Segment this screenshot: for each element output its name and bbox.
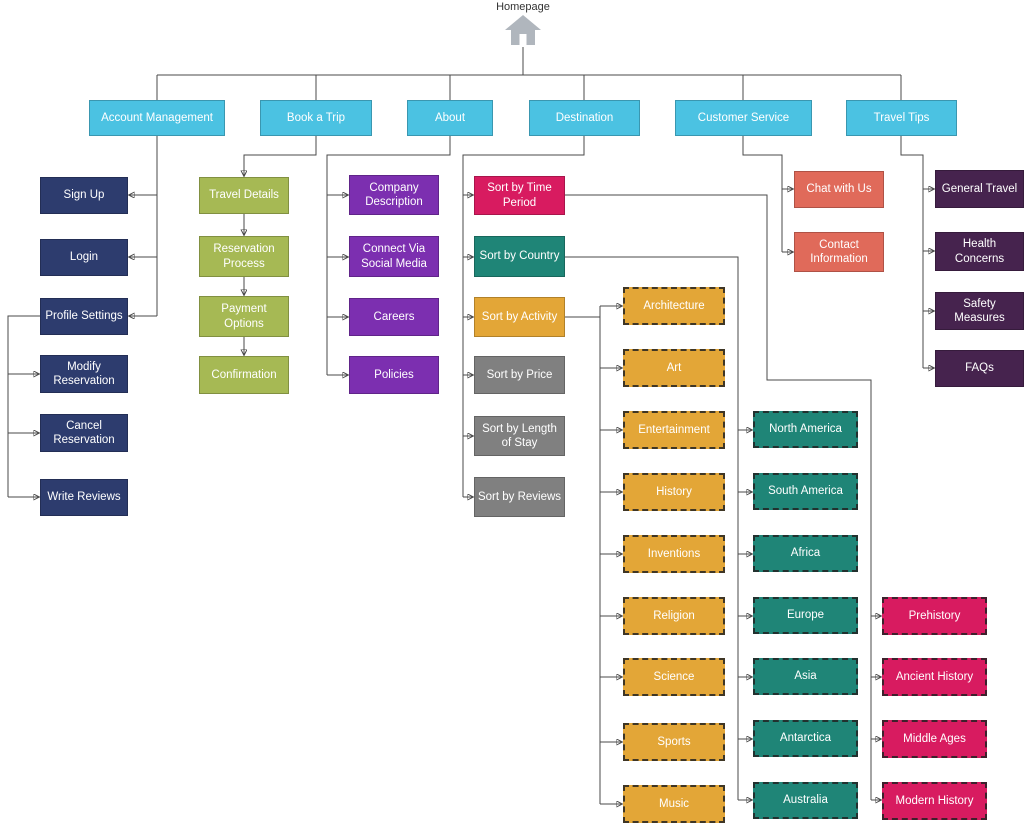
node-company-description[interactable]: Company Description bbox=[349, 175, 439, 215]
node-profile-settings[interactable]: Profile Settings bbox=[40, 298, 128, 335]
homepage-label: Homepage bbox=[496, 1, 550, 13]
node-sports[interactable]: Sports bbox=[623, 723, 725, 761]
node-modify-reservation[interactable]: Modify Reservation bbox=[40, 355, 128, 393]
node-write-reviews[interactable]: Write Reviews bbox=[40, 479, 128, 516]
connector-destination bbox=[462, 136, 585, 497]
node-policies[interactable]: Policies bbox=[349, 356, 439, 394]
node-connect-via-social-media[interactable]: Connect Via Social Media bbox=[349, 236, 439, 277]
node-sign-up[interactable]: Sign Up bbox=[40, 177, 128, 214]
node-sort-by-length-of-stay[interactable]: Sort by Length of Stay bbox=[474, 416, 565, 456]
connector-sort-by-country bbox=[565, 256, 752, 800]
node-north-america[interactable]: North America bbox=[753, 411, 858, 448]
node-sort-by-time-period[interactable]: Sort by Time Period bbox=[474, 176, 565, 215]
node-history[interactable]: History bbox=[623, 473, 725, 511]
node-travel-tips[interactable]: Travel Tips bbox=[846, 100, 957, 136]
node-inventions[interactable]: Inventions bbox=[623, 535, 725, 573]
node-customer-service[interactable]: Customer Service bbox=[675, 100, 812, 136]
node-book-a-trip[interactable]: Book a Trip bbox=[260, 100, 372, 136]
node-antarctica[interactable]: Antarctica bbox=[753, 720, 858, 757]
node-modern-history[interactable]: Modern History bbox=[882, 782, 987, 820]
connector-sort-by-time-period bbox=[565, 194, 881, 800]
node-general-travel[interactable]: General Travel bbox=[935, 170, 1024, 208]
node-login[interactable]: Login bbox=[40, 239, 128, 276]
node-art[interactable]: Art bbox=[623, 349, 725, 387]
node-europe[interactable]: Europe bbox=[753, 597, 858, 634]
connector-about bbox=[326, 136, 451, 375]
node-religion[interactable]: Religion bbox=[623, 597, 725, 635]
node-sort-by-price[interactable]: Sort by Price bbox=[474, 356, 565, 394]
node-about[interactable]: About bbox=[407, 100, 493, 136]
node-careers[interactable]: Careers bbox=[349, 298, 439, 336]
node-faqs[interactable]: FAQs bbox=[935, 350, 1024, 387]
node-prehistory[interactable]: Prehistory bbox=[882, 597, 987, 635]
node-account-management[interactable]: Account Management bbox=[89, 100, 225, 136]
node-entertainment[interactable]: Entertainment bbox=[623, 411, 725, 449]
node-sort-by-reviews[interactable]: Sort by Reviews bbox=[474, 477, 565, 517]
node-australia[interactable]: Australia bbox=[753, 782, 858, 819]
connector-customer-service bbox=[742, 136, 793, 252]
node-cancel-reservation[interactable]: Cancel Reservation bbox=[40, 414, 128, 452]
node-destination[interactable]: Destination bbox=[529, 100, 640, 136]
connector-book-a-trip bbox=[244, 136, 317, 355]
home-icon[interactable] bbox=[503, 13, 543, 47]
connector-account-management bbox=[7, 136, 158, 497]
node-science[interactable]: Science bbox=[623, 658, 725, 696]
node-safety-measures[interactable]: Safety Measures bbox=[935, 292, 1024, 330]
connector-homepage-to-nav bbox=[156, 47, 902, 100]
node-music[interactable]: Music bbox=[623, 785, 725, 823]
node-middle-ages[interactable]: Middle Ages bbox=[882, 720, 987, 758]
connector-travel-tips bbox=[900, 136, 934, 368]
node-sort-by-activity[interactable]: Sort by Activity bbox=[474, 297, 565, 337]
node-contact-information[interactable]: Contact Information bbox=[794, 232, 884, 272]
node-asia[interactable]: Asia bbox=[753, 658, 858, 695]
node-ancient-history[interactable]: Ancient History bbox=[882, 658, 987, 696]
connector-sort-by-activity bbox=[565, 306, 622, 804]
node-sort-by-country[interactable]: Sort by Country bbox=[474, 236, 565, 277]
node-reservation-process[interactable]: Reservation Process bbox=[199, 236, 289, 277]
node-travel-details[interactable]: Travel Details bbox=[199, 177, 289, 214]
node-health-concerns[interactable]: Health Concerns bbox=[935, 232, 1024, 271]
node-architecture[interactable]: Architecture bbox=[623, 287, 725, 325]
node-confirmation[interactable]: Confirmation bbox=[199, 356, 289, 394]
node-payment-options[interactable]: Payment Options bbox=[199, 296, 289, 337]
node-chat-with-us[interactable]: Chat with Us bbox=[794, 171, 884, 208]
node-south-america[interactable]: South America bbox=[753, 473, 858, 510]
node-africa[interactable]: Africa bbox=[753, 535, 858, 572]
